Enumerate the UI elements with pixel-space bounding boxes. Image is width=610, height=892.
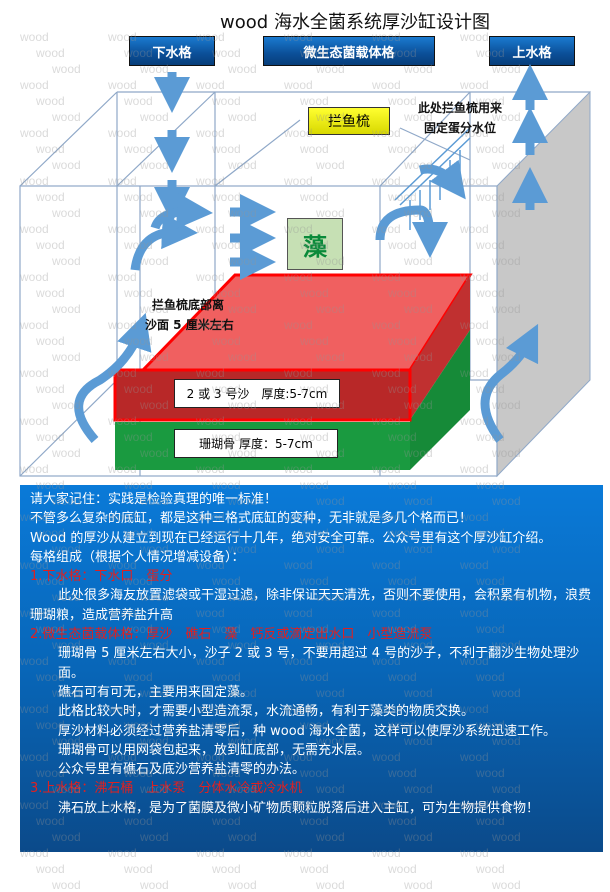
explanation-panel: 请大家记住：实践是检验真理的唯一标准！ 不管多么复杂的底缸，都是这种三格式底缸的… [20,485,603,852]
section1-title: 1.下水格：下水口 蛋分 [30,569,173,585]
sand-label: 2 或 3 号沙 厚度:5-7cm [174,379,340,408]
section2-body: 礁石可有可无，主要用来固定藻。 [58,684,254,700]
section2-body: 公众号里有礁石及底沙营养盐清零的办法。 [58,762,306,778]
watermark-text: wood [140,878,169,892]
algae-box: 藻 [287,218,343,270]
section3-body: 沸石放上水格，是为了菌膜及微小矿物质颗粒脱落后进入主缸，可为生物提供食物！ [58,800,540,816]
watermark-text: wood [228,878,257,892]
section2-body: 厚沙材料必须经过营养盐清零后，种 wood 海水全菌，这样可以使厚沙系统迅速工作… [58,723,557,739]
intro-line: 请大家记住：实践是检验真理的唯一标准！ [30,492,278,507]
header-bio-media-section: 微生态菌载体格 [263,36,435,66]
watermark-text: wood [316,878,345,892]
tank-right-wall [496,90,591,478]
section3-title: 3.上水格：沸石桶 上水泵 分体水冷或冷水机 [30,781,303,797]
intro-line: 不管多么复杂的底缸，都是这种三格式底缸的变种，无非就是多几个格而已！ [30,511,473,527]
section2-title: 2.微生态菌载体格：厚沙 礁石 藻 钙反或滴定出水口 小型造流泵 [30,627,433,643]
comb-bottom-note-line1: 拦鱼梳底部离 [152,298,225,312]
sand-side [410,275,470,420]
watermark-text: wood [492,878,521,892]
page-title: wood 海水全菌系统厚沙缸设计图 [220,12,490,33]
watermark-text: wood [52,878,81,892]
comb-note-line1: 此处拦鱼梳用来 [418,101,503,115]
coral-label: 珊瑚骨 厚度：5-7cm [174,429,338,458]
intro-line: Wood 的厚沙从建立到现在已经运行十几年，绝对安全可靠。公众号里有这个厚沙缸介… [30,530,552,546]
section2-body: 珊瑚骨可以用网袋包起来，放到缸底部，无需充水层。 [58,742,371,758]
water-flow-arrows [74,64,548,443]
header-drain-section: 下水格 [129,36,215,66]
section2-body: 珊瑚骨 5 厘米左右大小，沙子 2 或 3 号，不要用超过 4 号的沙子，不利于… [58,646,580,681]
section2-body: 此格比较大时，才需要小型造流泵，水流通畅，有利于藻类的物质交换。 [58,704,475,720]
tank-diagram [19,64,591,478]
comb-bottom-note-line2: 沙面 5 厘米左右 [145,318,234,332]
comb-note-line2: 固定蛋分水位 [424,121,497,135]
intro-line: 每格组成（根据个人情况增减设备）： [30,549,245,565]
watermark-text: wood [404,878,433,892]
section1-body: 此处很多海友放置滤袋或干湿过滤，除非保证天天清洗，否则不要使用，会积累有机物，浪… [30,588,592,623]
coral-side [410,330,470,470]
fish-comb-label: 拦鱼梳 [308,107,390,135]
